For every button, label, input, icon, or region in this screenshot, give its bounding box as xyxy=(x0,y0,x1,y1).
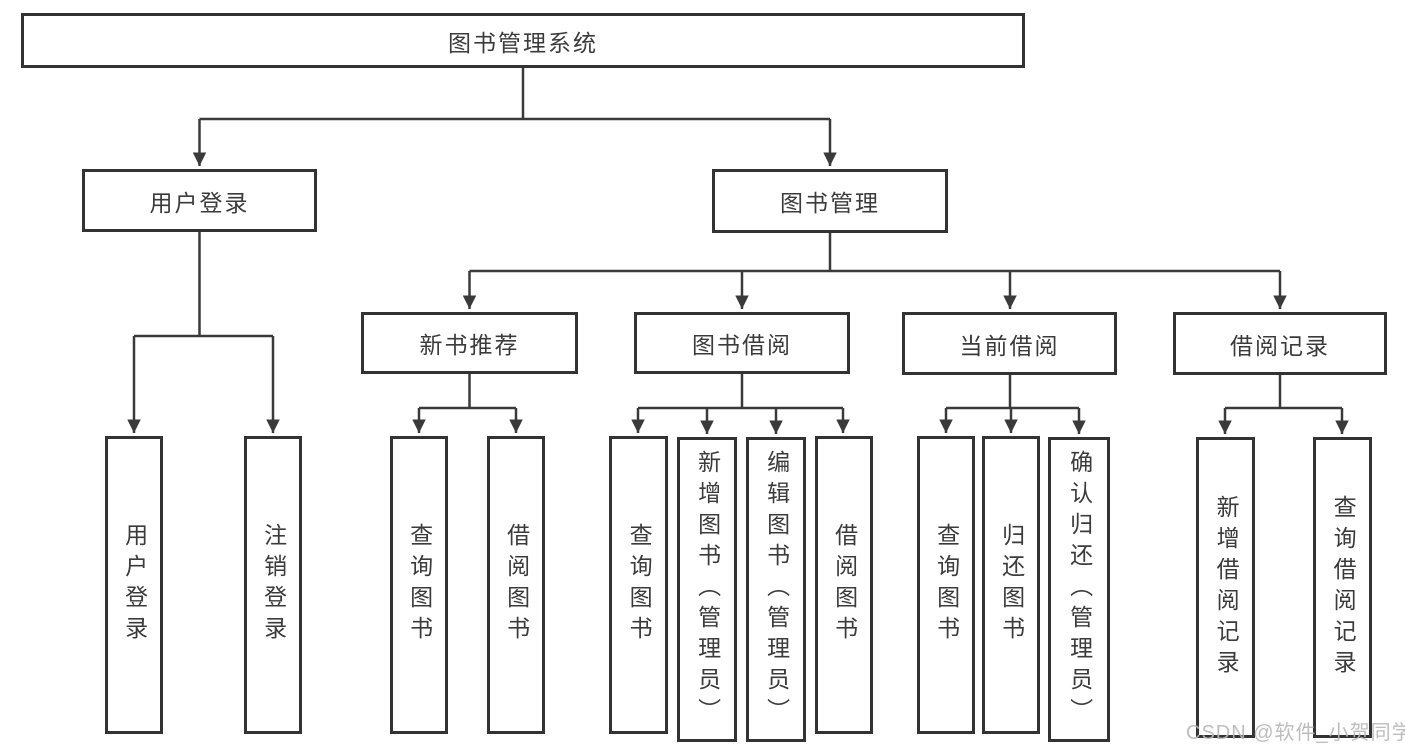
node-label: 图书借阅 xyxy=(692,332,792,358)
node-user-login: 用户登录 xyxy=(82,169,317,232)
leaf-records-query-record: 查询借阅记录 xyxy=(1313,437,1372,738)
leaf-label: 新增图书（管理员） xyxy=(694,450,721,729)
leaf-current-confirm-return-admin: 确认归还（管理员） xyxy=(1048,437,1110,742)
leaf-label: 用户登录 xyxy=(121,523,148,647)
leaf-borrow-add-books-admin: 新增图书（管理员） xyxy=(677,437,737,742)
leaf-borrow-edit-books-admin: 编辑图书（管理员） xyxy=(746,437,806,742)
leaf-newbooks-query-books: 查询图书 xyxy=(390,436,448,734)
leaf-borrow-borrow-books: 借阅图书 xyxy=(815,436,873,734)
node-book-borrow: 图书借阅 xyxy=(634,312,850,374)
leaf-logout: 注销登录 xyxy=(244,436,302,734)
node-label: 用户登录 xyxy=(149,189,250,216)
leaf-newbooks-borrow-books: 借阅图书 xyxy=(487,436,545,734)
leaf-label: 借阅图书 xyxy=(831,523,858,647)
leaf-borrow-query-books: 查询图书 xyxy=(609,436,668,734)
leaf-label: 查询图书 xyxy=(933,523,960,647)
node-label: 图书管理 xyxy=(780,190,880,216)
leaf-label: 确认归还（管理员） xyxy=(1066,450,1093,729)
node-new-book-recommend: 新书推荐 xyxy=(361,312,578,374)
leaf-label: 归还图书 xyxy=(998,523,1025,647)
node-label: 图书管理系统 xyxy=(448,29,598,56)
leaf-label: 新增借阅记录 xyxy=(1213,494,1240,681)
node-library-management-system: 图书管理系统 xyxy=(21,13,1025,68)
node-label: 当前借阅 xyxy=(959,332,1060,359)
node-label: 借阅记录 xyxy=(1230,332,1330,359)
leaf-label: 查询图书 xyxy=(406,523,433,647)
node-book-management: 图书管理 xyxy=(712,169,948,233)
leaf-current-return-books: 归还图书 xyxy=(982,436,1040,734)
node-borrow-records: 借阅记录 xyxy=(1173,312,1387,375)
leaf-current-query-books: 查询图书 xyxy=(917,436,975,734)
leaf-label: 编辑图书（管理员） xyxy=(763,450,790,729)
leaf-user-login: 用户登录 xyxy=(105,436,163,734)
leaf-label: 借阅图书 xyxy=(503,523,530,647)
leaf-label: 查询图书 xyxy=(626,523,653,647)
leaf-records-add-record: 新增借阅记录 xyxy=(1196,437,1255,738)
node-current-borrow: 当前借阅 xyxy=(902,312,1117,375)
leaf-label: 注销登录 xyxy=(260,523,287,647)
leaf-label: 查询借阅记录 xyxy=(1330,494,1357,681)
csdn-watermark: CSDN @软件_小贺同学 xyxy=(1186,722,1405,744)
node-label: 新书推荐 xyxy=(419,332,520,358)
